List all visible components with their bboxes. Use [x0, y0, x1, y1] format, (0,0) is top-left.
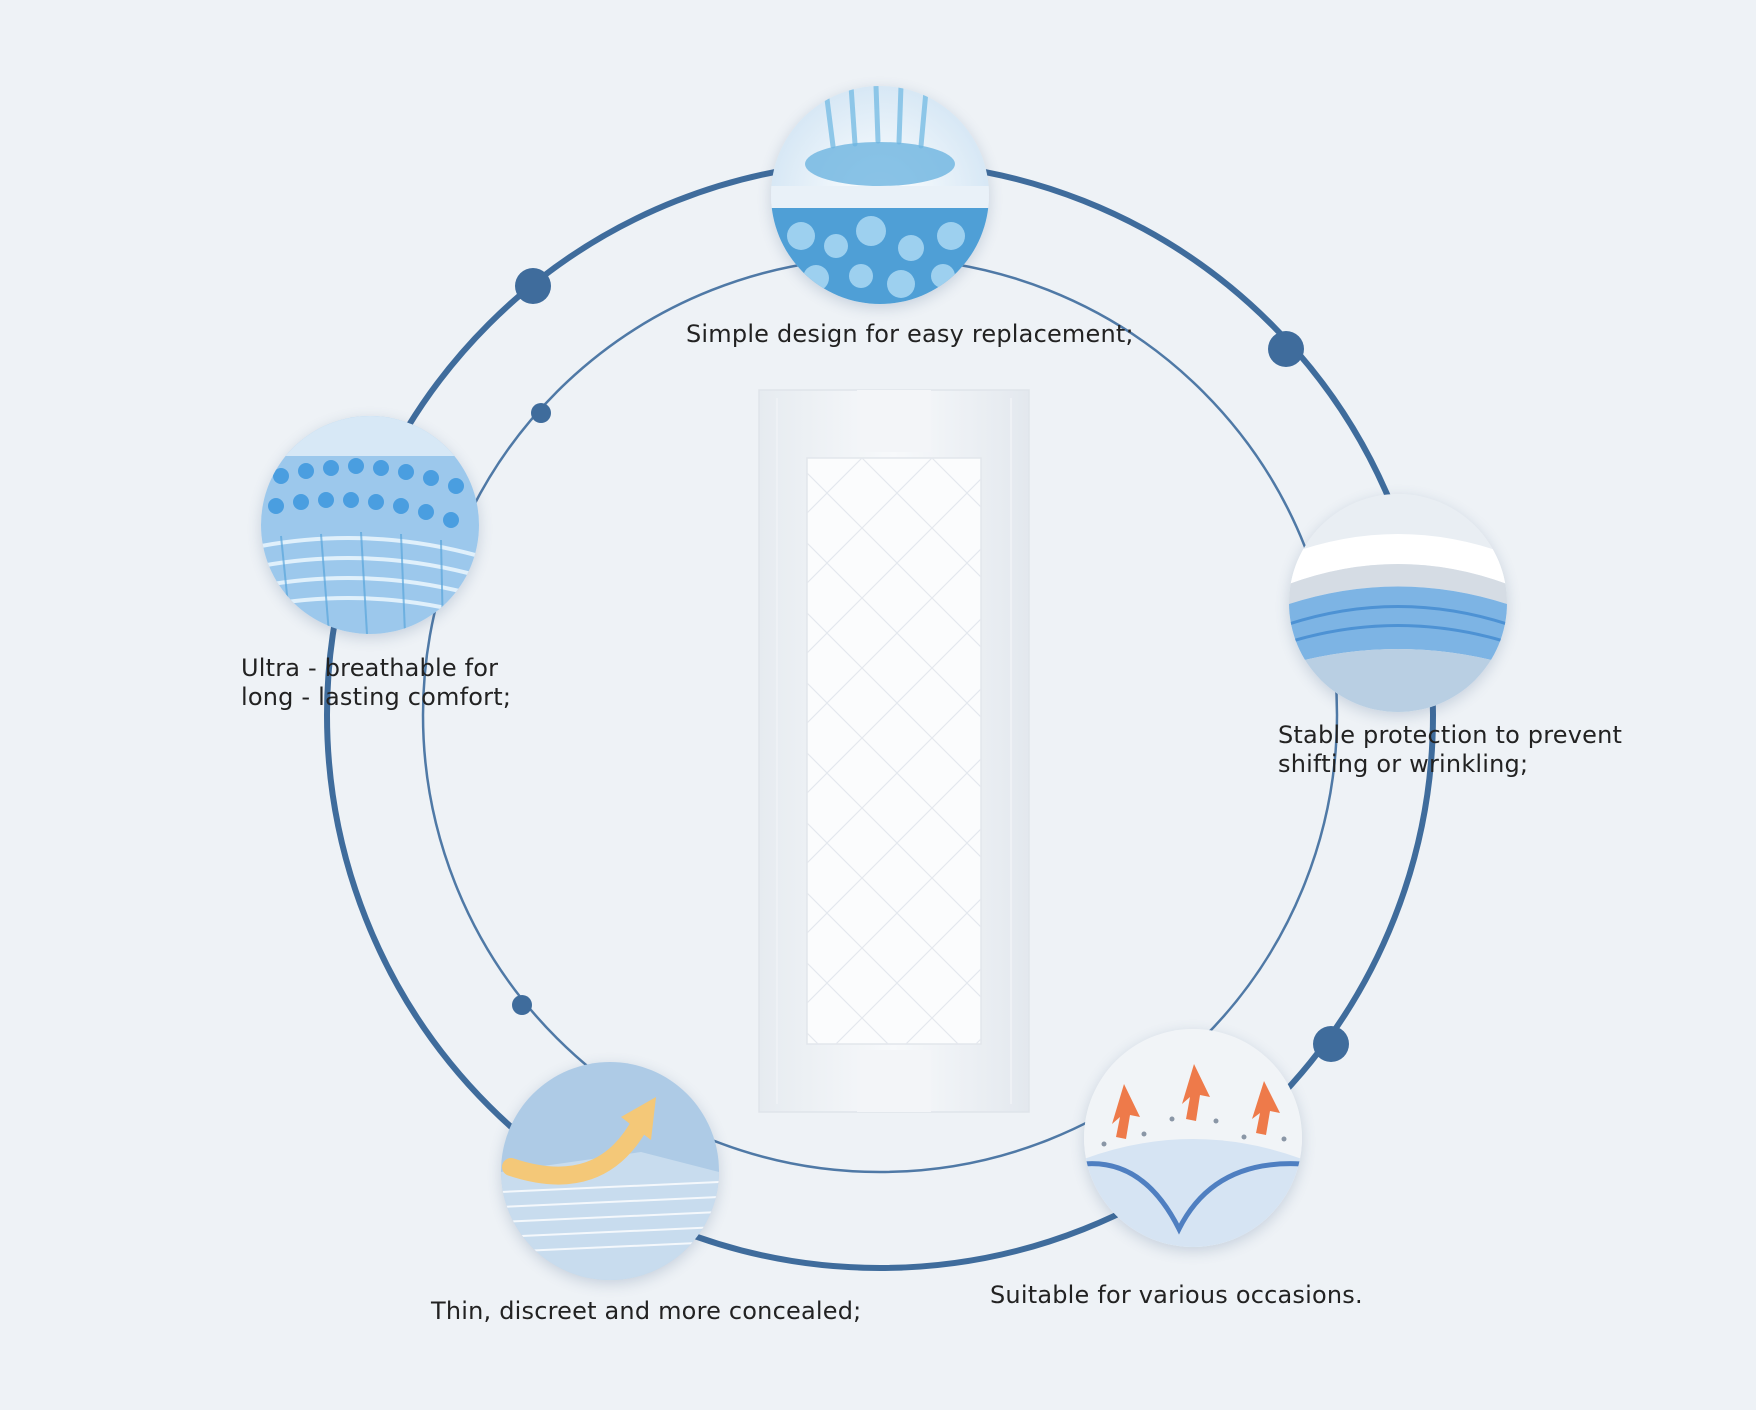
ring-dot	[515, 268, 551, 304]
ring-dot	[1268, 331, 1304, 367]
ring-dot	[1313, 1026, 1349, 1062]
caption-ultra-breathable: Ultra - breathable for long - lasting co…	[241, 654, 512, 711]
pad-image	[757, 388, 1031, 1114]
absorbent-core-icon	[771, 86, 989, 304]
ring-dot	[531, 403, 551, 423]
ring-dot	[512, 995, 532, 1015]
airflow-icon	[1084, 1029, 1302, 1247]
caption-stable-protection: Stable protection to prevent shifting or…	[1278, 721, 1623, 778]
caption-simple-design: Simple design for easy replacement;	[686, 320, 1134, 348]
leak-guard-icon	[1289, 494, 1507, 712]
caption-various-occasions: Suitable for various occasions.	[990, 1281, 1363, 1309]
breathable-mesh-icon	[261, 416, 479, 634]
thin-layer-icon	[501, 1062, 719, 1280]
caption-thin-discreet: Thin, discreet and more concealed;	[431, 1297, 862, 1325]
